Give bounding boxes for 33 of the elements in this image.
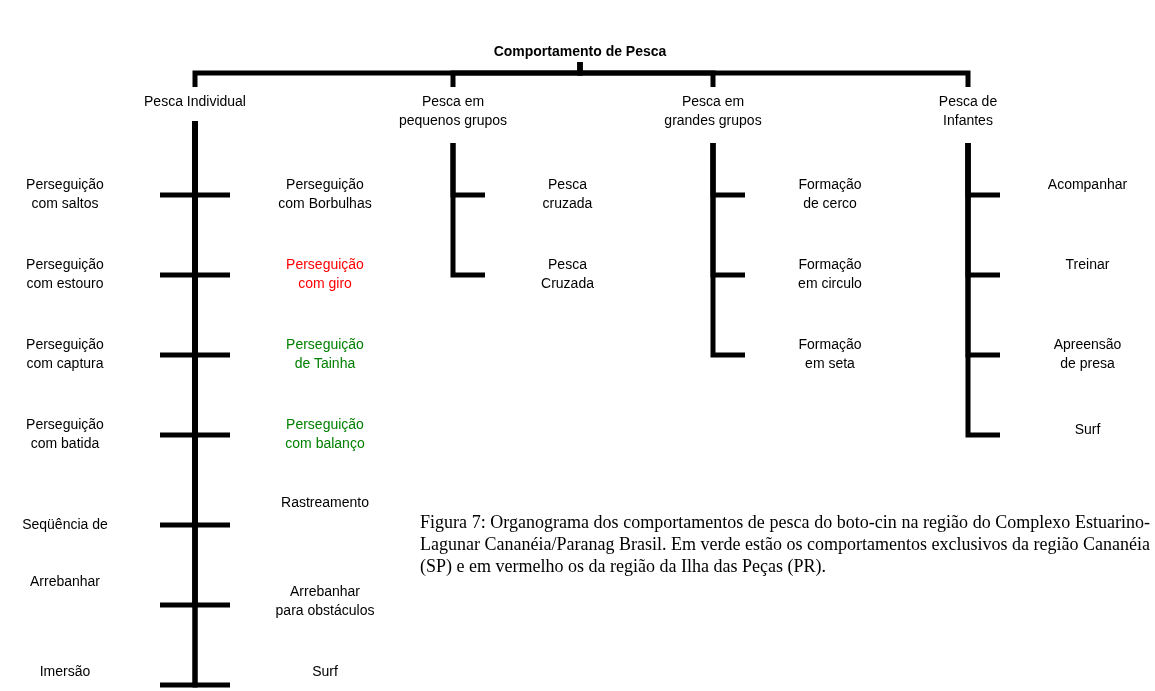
category-label: Pesca Individual [144, 92, 246, 111]
tree-connector [965, 143, 1000, 438]
chart-title: Comportamento de Pesca [493, 42, 667, 61]
behavior-label: Pesca Cruzada [540, 255, 595, 293]
behavior-label: Perseguição de Tainha [285, 335, 365, 373]
behavior-label: Formação em seta [797, 335, 863, 373]
behavior-label: Perseguição com captura [25, 335, 105, 373]
tree-connector [710, 143, 745, 358]
behavior-label: Perseguição com giro [285, 255, 365, 293]
behavior-label: Apreensão de presa [1052, 335, 1123, 373]
behavior-label: Surf [1073, 420, 1102, 439]
category-label: Pesca em grandes grupos [663, 92, 763, 130]
behavior-label: Arrebanhar [28, 572, 101, 591]
behavior-label: Seqüência de [21, 515, 109, 534]
behavior-label: Perseguição com saltos [25, 175, 105, 213]
behavior-label: Surf [311, 662, 339, 681]
behavior-label: Perseguição com estouro [25, 255, 105, 293]
tree-connector [450, 143, 485, 278]
behavior-label: Treinar [1064, 255, 1111, 274]
category-label: Pesca em pequenos grupos [397, 92, 509, 130]
behavior-label: Formação em circulo [797, 255, 863, 293]
behavior-label: Perseguição com Borbulhas [277, 175, 373, 213]
behavior-label: Acompanhar [1046, 175, 1129, 194]
tree-connector [577, 62, 971, 87]
behavior-label: Rastreamento [280, 493, 370, 512]
behavior-label: Perseguição com balanço [284, 415, 366, 453]
behavior-label: Pesca cruzada [541, 175, 594, 213]
figure-caption: Figura 7: Organograma dos comportamentos de pesca do boto-cin na região do Complexo Estuarino-Lagunar Cananéia/Paranag Brasil. Em verde estão os comportamentos exclusivos da região Cananéia (SP) e em vermelho os da região da Ilha das Peças (PR). [420, 511, 1150, 577]
behavior-label: Perseguição com batida [25, 415, 105, 453]
category-label: Pesca de Infantes [938, 92, 998, 130]
behavior-label: Formação de cerco [797, 175, 863, 213]
behavior-label: Arrebanhar para obstáculos [275, 582, 375, 620]
behavior-label: Imersão [38, 662, 92, 681]
